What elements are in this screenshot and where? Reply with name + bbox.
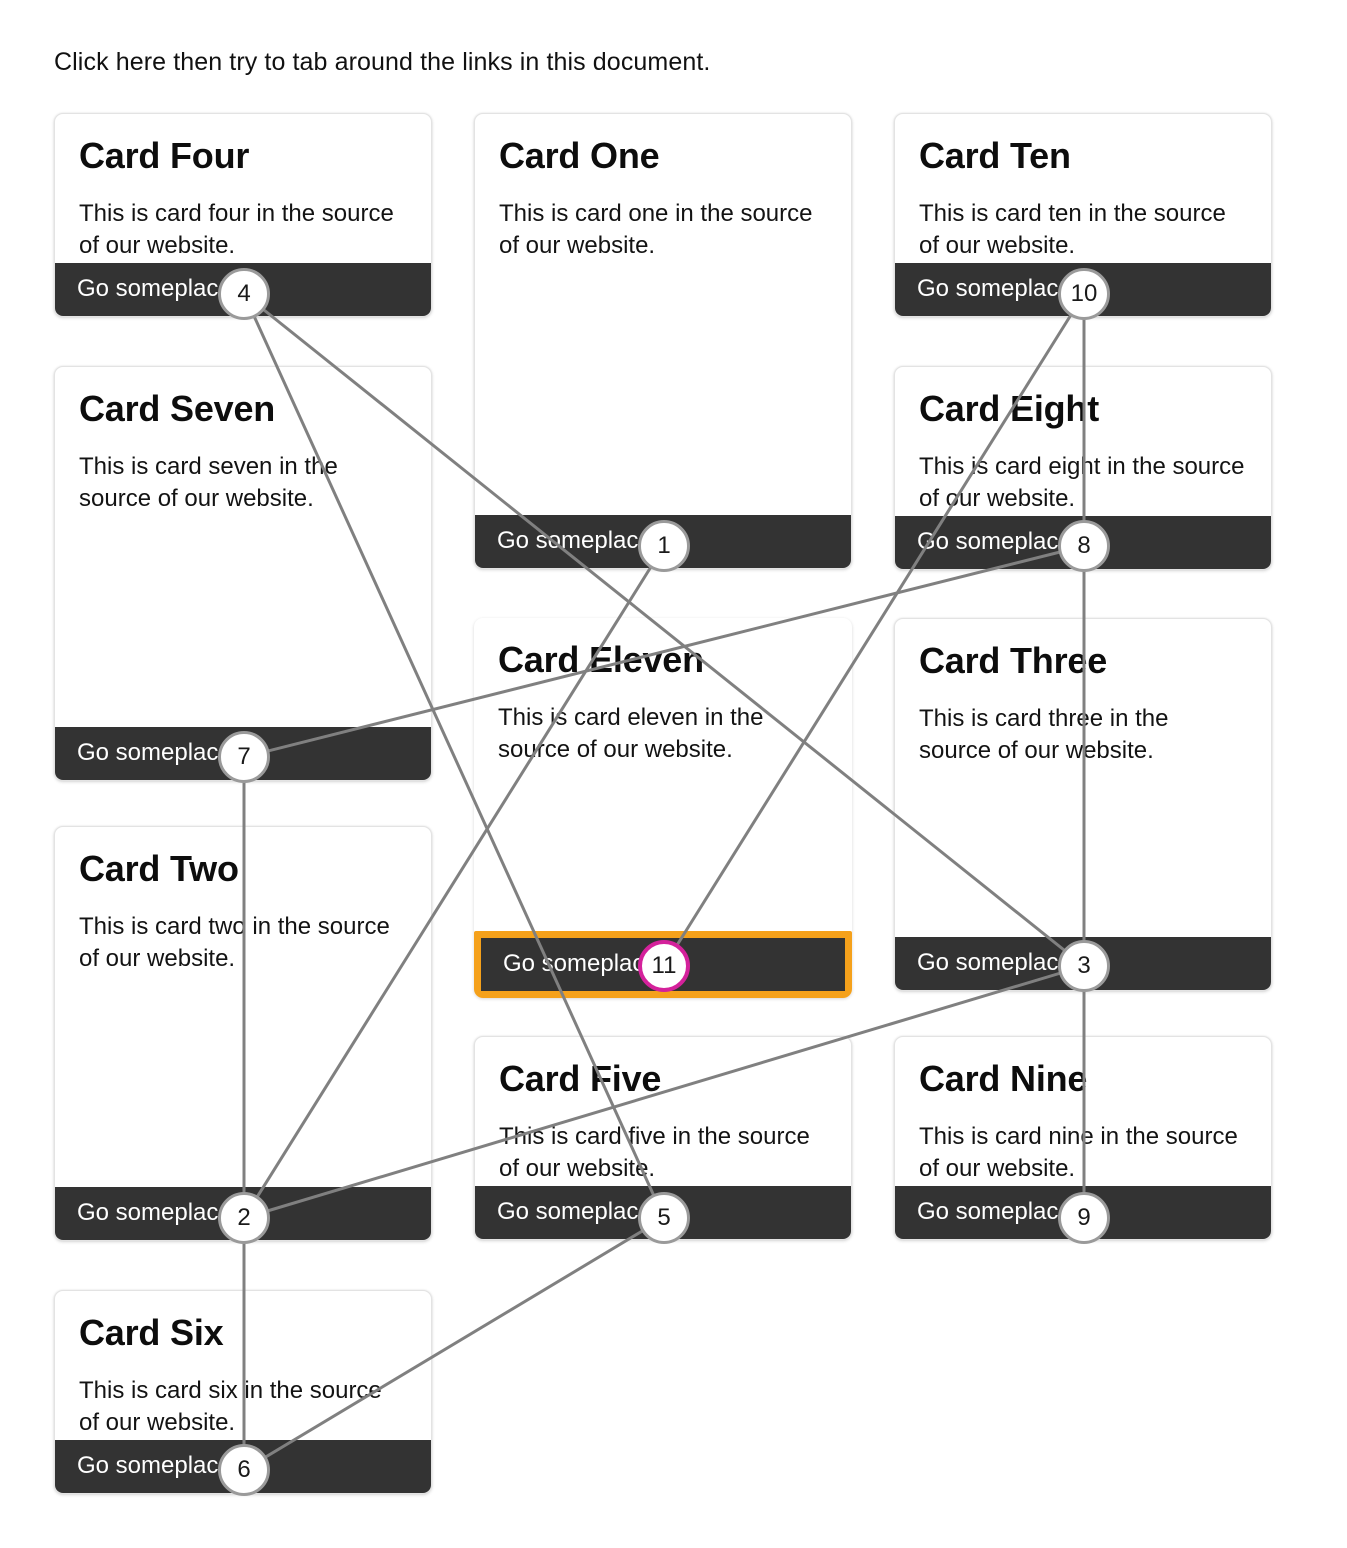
card-body-text: This is card ten in the source of our we… — [919, 199, 1226, 259]
page-instruction: Click here then try to tab around the li… — [54, 48, 711, 76]
tab-index-badge-1: 1 — [638, 520, 690, 572]
tab-index-badge-7: 7 — [218, 731, 270, 783]
tab-index-badge-10: 10 — [1058, 268, 1110, 320]
card-title: Card Seven — [79, 388, 276, 429]
card-title: Card Two — [79, 848, 239, 889]
card-body-text: This is card one in the source of our we… — [499, 199, 813, 259]
tab-index-badge-3: 3 — [1058, 940, 1110, 992]
card-body-text: This is card four in the source of our w… — [79, 199, 394, 259]
tab-index-badge-4: 4 — [218, 268, 270, 320]
card-title: Card Ten — [919, 135, 1071, 176]
card-title: Card One — [499, 135, 660, 176]
tab-index-badge-2: 2 — [218, 1192, 270, 1244]
tab-index-badge-8: 8 — [1058, 520, 1110, 572]
tab-index-badge-5: 5 — [638, 1192, 690, 1244]
card-title: Card Six — [79, 1312, 224, 1353]
card-title: Card Four — [79, 135, 250, 176]
tab-index-badge-11: 11 — [638, 940, 690, 992]
tab-index-badge-6: 6 — [218, 1444, 270, 1496]
tab-index-badge-9: 9 — [1058, 1192, 1110, 1244]
